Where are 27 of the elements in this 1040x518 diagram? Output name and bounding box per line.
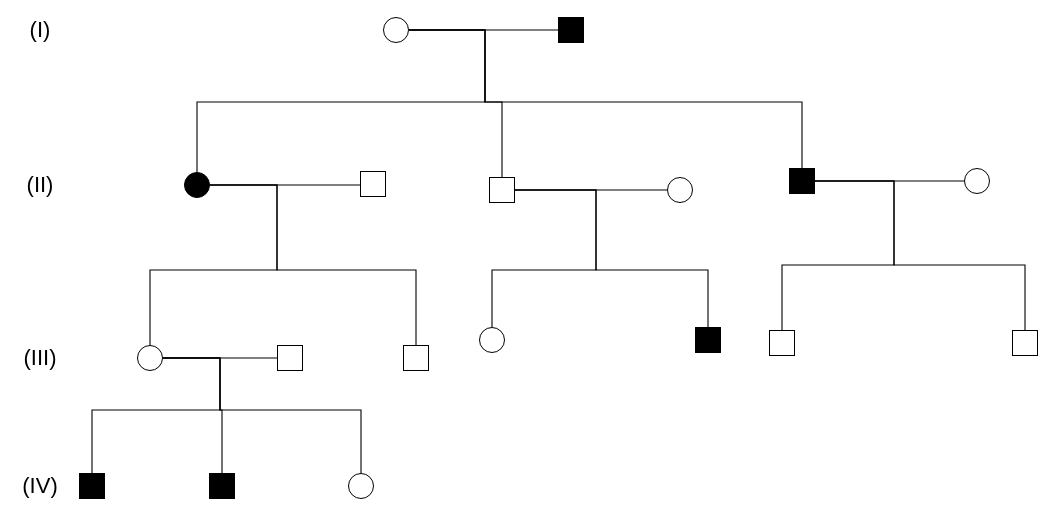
descent-line xyxy=(408,29,803,169)
unaffected-female-circle xyxy=(137,345,163,371)
unaffected-male-square xyxy=(769,330,795,356)
descent-line xyxy=(814,180,1026,331)
generation-label: (IV) xyxy=(22,473,58,499)
unaffected-female-circle xyxy=(383,17,409,43)
unaffected-female-circle xyxy=(964,168,990,194)
descent-line xyxy=(162,357,362,474)
generation-label: (III) xyxy=(23,345,57,371)
generation-label: (I) xyxy=(29,17,51,43)
unaffected-male-square xyxy=(489,177,515,203)
unaffected-female-circle xyxy=(479,327,505,353)
unaffected-female-circle xyxy=(667,177,693,203)
affected-male-square xyxy=(209,473,235,499)
affected-male-square xyxy=(789,168,815,194)
unaffected-female-circle xyxy=(348,473,374,499)
affected-female-circle xyxy=(184,172,210,198)
generation-label: (II) xyxy=(26,172,54,198)
descent-line xyxy=(209,184,417,346)
unaffected-male-square xyxy=(403,345,429,371)
unaffected-male-square xyxy=(360,171,386,197)
affected-male-square xyxy=(695,327,721,353)
affected-male-square xyxy=(558,17,584,43)
unaffected-male-square xyxy=(277,345,303,371)
unaffected-male-square xyxy=(1012,330,1038,356)
affected-male-square xyxy=(79,473,105,499)
descent-line xyxy=(514,189,709,328)
